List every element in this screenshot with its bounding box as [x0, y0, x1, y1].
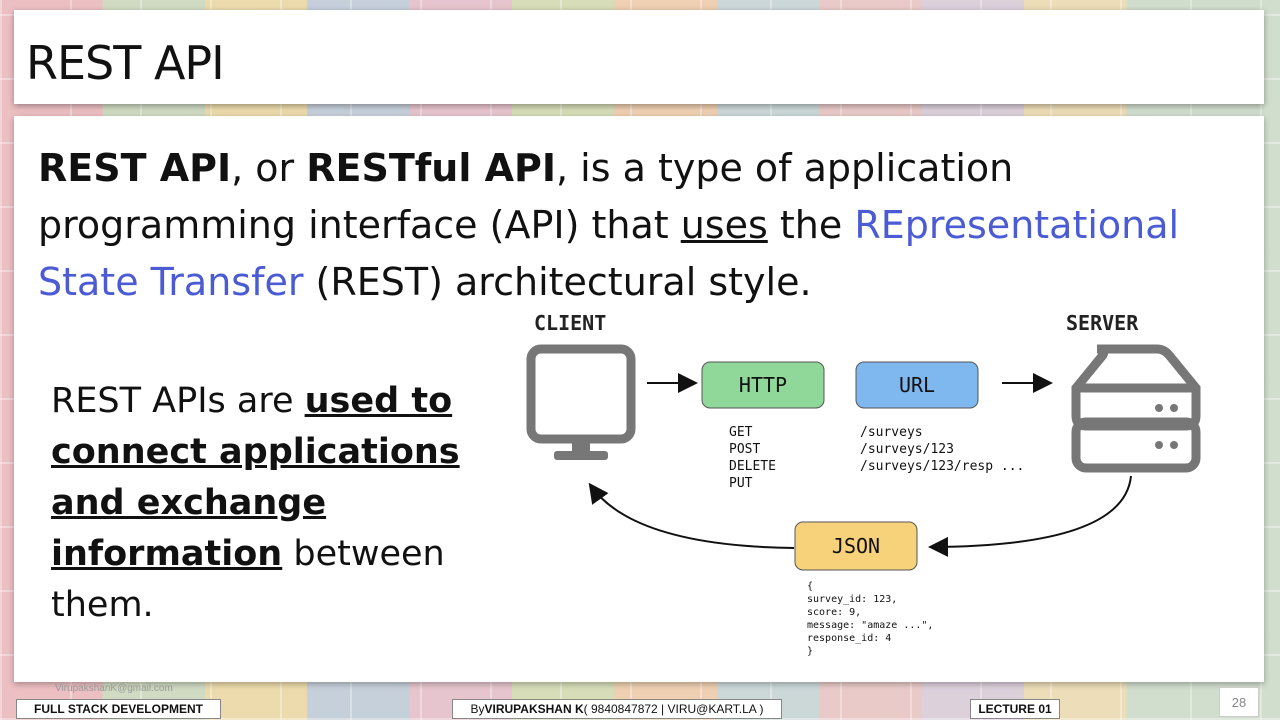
intro-text-3: (REST) architectural style.	[303, 260, 812, 304]
page-number: 28	[1219, 687, 1259, 717]
path-surveys-123-resp: /surveys/123/resp ...	[860, 459, 1024, 474]
client-label: CLIENT	[534, 311, 606, 335]
side-paragraph: REST APIs are used to connect applicatio…	[51, 376, 511, 631]
arrow-server-json	[928, 475, 1132, 557]
json-label: JSON	[832, 534, 880, 558]
side-post: between them.	[51, 534, 445, 625]
path-surveys: /surveys	[860, 425, 923, 440]
footer-course: FULL STACK DEVELOPMENT	[16, 699, 221, 719]
http-box: HTTP	[701, 361, 825, 409]
side-pre: REST APIs are	[51, 381, 305, 421]
json-line: score: 9,	[807, 607, 861, 618]
footer-lecture: LECTURE 01	[970, 699, 1060, 719]
http-label: HTTP	[739, 373, 787, 397]
method-get: GET	[729, 425, 753, 440]
uses-word: uses	[680, 203, 768, 247]
footer-author: By VIRUPAKSHAN K ( 9840847872 | VIRU@KAR…	[452, 699, 782, 719]
rest-definition-highlight: REpresentational State Transfer	[38, 203, 1180, 304]
footer-author-name: VIRUPAKSHAN K	[484, 702, 584, 716]
json-box: JSON	[794, 521, 918, 571]
server-icon	[1071, 344, 1201, 473]
side-bold: used to connect applications and exchang…	[51, 381, 460, 574]
footer-lecture-label: LECTURE 01	[978, 702, 1052, 716]
json-line: survey_id: 123,	[807, 594, 897, 605]
intro-text-2: the	[767, 203, 855, 247]
intro-sep: , or	[231, 146, 307, 190]
footer-author-prefix: By	[470, 702, 485, 716]
json-line: }	[807, 646, 813, 656]
client-monitor-icon	[526, 344, 636, 460]
footer-course-label: FULL STACK DEVELOPMENT	[34, 702, 203, 716]
slide-title: REST API	[26, 36, 225, 90]
json-line: message: "amaze ...",	[807, 620, 933, 631]
server-label: SERVER	[1066, 311, 1139, 335]
term-rest-api: REST API	[38, 146, 232, 190]
method-post: POST	[729, 442, 760, 457]
method-put: PUT	[729, 476, 753, 491]
arrow-json-client	[588, 482, 795, 549]
url-label: URL	[899, 373, 935, 397]
method-delete: DELETE	[729, 459, 776, 474]
url-box: URL	[855, 361, 979, 409]
path-surveys-123: /surveys/123	[860, 442, 954, 457]
rest-diagram: CLIENT HTTP URL SERVER GET	[526, 311, 1201, 656]
footer-author-contact: ( 9840847872 | VIRU@KART.LA )	[583, 702, 764, 716]
url-paths-list: /surveys /surveys/123 /surveys/123/resp …	[860, 425, 1024, 474]
json-line: {	[807, 581, 813, 592]
intro-paragraph: REST API, or RESTful API, is a type of a…	[38, 140, 1238, 311]
json-line: response_id: 4	[807, 633, 891, 644]
footer-email: VirupakshanK@gmail.com	[55, 683, 173, 694]
http-methods-list: GET POST DELETE PUT	[729, 425, 776, 491]
title-bar: REST API	[14, 10, 1264, 104]
intro-text-1: , is a type of application programming i…	[38, 146, 1014, 247]
term-restful-api: RESTful API	[306, 146, 556, 190]
content-panel: REST API, or RESTful API, is a type of a…	[14, 116, 1264, 682]
json-sample: { survey_id: 123, score: 9, message: "am…	[807, 581, 933, 656]
